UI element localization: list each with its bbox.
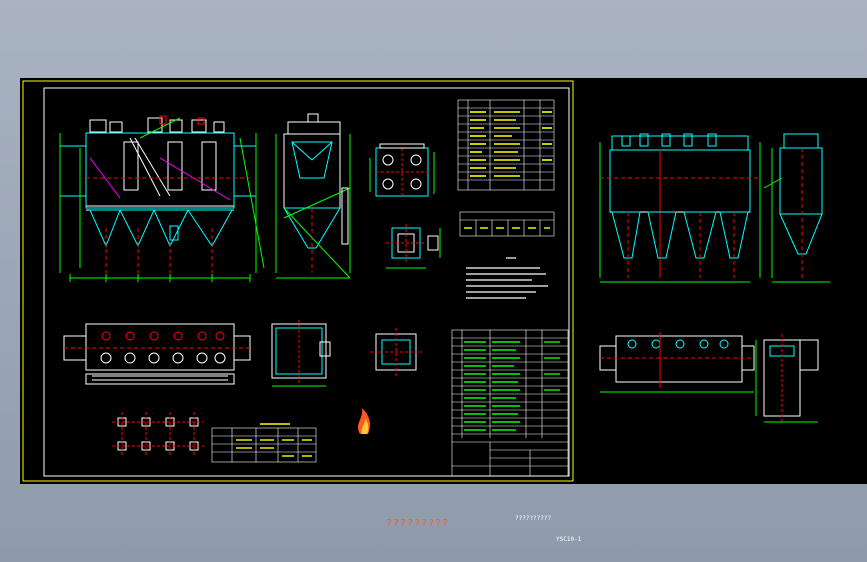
inner-frame-white	[43, 87, 570, 477]
foundation-layout	[112, 412, 204, 456]
right-sheet-plan-view	[599, 332, 755, 393]
plan-view	[63, 323, 251, 385]
section-view-1	[271, 320, 331, 387]
right-sheet-side-elevation	[763, 133, 830, 283]
company-logo-caption: ?????????	[386, 518, 450, 529]
small-table-bottom	[211, 427, 317, 463]
bom-text	[464, 341, 560, 431]
detail-view-a	[369, 143, 435, 197]
detail-view-b	[386, 224, 441, 269]
parts-table-top-text	[470, 111, 552, 177]
technical-notes	[466, 257, 548, 299]
outer-frame-yellow	[22, 80, 574, 482]
cad-drawing-sheet[interactable]: ????????? ?????????? YSC10-1	[20, 78, 867, 543]
bill-of-materials	[451, 329, 569, 477]
right-sheet-front-elevation	[599, 133, 761, 283]
parameter-table-mid	[459, 211, 555, 237]
right-sheet-section-view	[755, 334, 819, 423]
drawing-number: YSC10-1	[556, 536, 582, 543]
parts-table-top	[457, 99, 555, 191]
cad-canvas	[22, 80, 830, 482]
front-elevation-view	[59, 115, 265, 282]
side-elevation-view	[275, 113, 351, 279]
section-view-2	[370, 328, 422, 376]
title-block-org: ??????????	[515, 515, 552, 522]
company-logo	[358, 408, 370, 434]
